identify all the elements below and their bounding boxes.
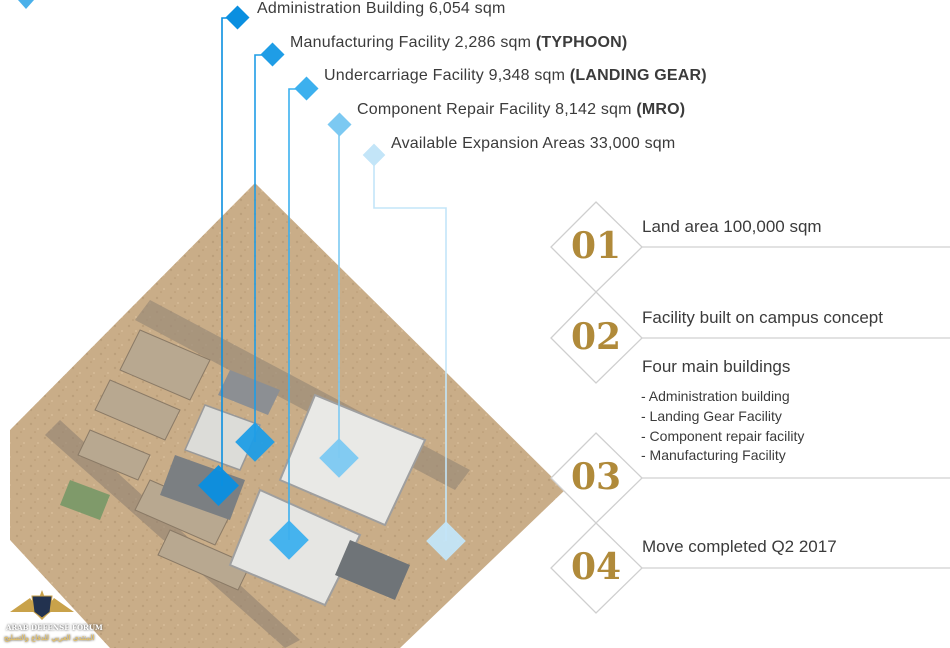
expansion-site-marker [426,521,466,561]
fact-diamond-02 [550,291,643,384]
list-item: - Component repair facility [641,428,805,444]
component-repair-marker [327,112,352,137]
admin-marker [225,5,250,30]
fact-number-01: 01 [570,225,622,267]
fact-number-02: 02 [570,316,622,358]
component-repair-site-marker [319,438,359,478]
fact-diamonds [550,201,643,614]
watermark-line1: ARAB DEFENSE FORUM [6,623,103,632]
fact-number-03: 03 [570,456,622,498]
list-item: - Administration building [641,388,790,404]
legend-undercarriage: Undercarriage Facility 9,348 sqm (LANDIN… [324,67,707,84]
legend-markers [18,0,386,167]
legend-component-repair: Component Repair Facility 8,142 sqm (MRO… [357,101,686,118]
list-item: - Landing Gear Facility [641,408,782,424]
top-left-marker [18,0,34,9]
fact-text-04: Move completed Q2 2017 [642,537,837,556]
list-item: - Manufacturing Facility [641,447,786,463]
undercarriage-marker [294,76,319,101]
manufacturing-marker [260,42,285,67]
aerial-photo [10,183,565,648]
fact-number-04: 04 [570,546,622,588]
legend-manufacturing: Manufacturing Facility 2,286 sqm (TYPHOO… [290,34,628,51]
fact-text-01: Land area 100,000 sqm [642,217,822,236]
admin-site-marker [197,464,240,507]
legend-admin: Administration Building 6,054 sqm [257,0,506,17]
watermark-line2: المنتدى العربي للدفاع والتسليح [4,633,95,642]
fact-text-03: Four main buildings [642,357,791,376]
site-markers [197,422,466,561]
legend-expansion: Available Expansion Areas 33,000 sqm [391,135,676,152]
expansion-marker [362,143,386,167]
fact-diamond-04 [550,522,643,614]
undercarriage-site-marker [269,520,309,560]
forum-logo [10,590,74,620]
fact-text-02: Facility built on campus concept [642,308,883,327]
manufacturing-site-marker [235,422,275,462]
fact-lines [642,246,950,569]
